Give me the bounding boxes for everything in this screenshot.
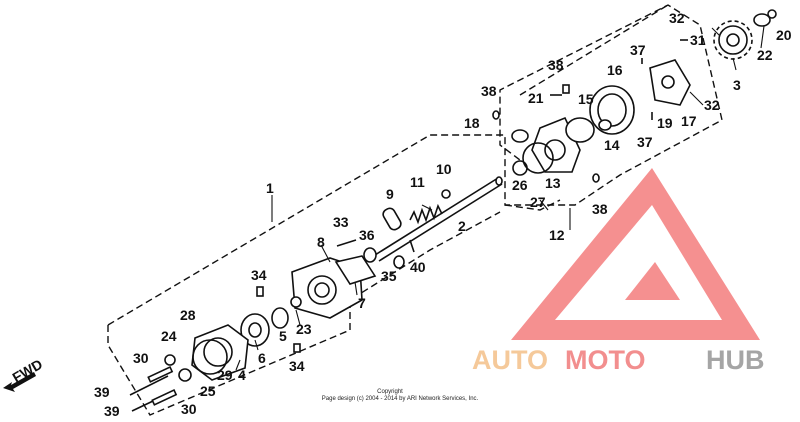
callout-20: 20: [776, 27, 792, 43]
callout-31: 31: [690, 32, 706, 48]
callout-26: 26: [512, 177, 528, 193]
callout-27: 27: [530, 194, 546, 210]
shaft-part: [374, 176, 503, 262]
callout-35: 35: [381, 268, 397, 284]
callout-37b: 37: [637, 134, 653, 150]
callout-11: 11: [410, 174, 425, 190]
callout-39a: 39: [94, 384, 110, 400]
spring-part: [409, 189, 451, 225]
callout-17: 17: [681, 113, 697, 129]
callout-34a: 34: [251, 267, 267, 283]
callout-28: 28: [180, 307, 196, 323]
leader-lines: [235, 25, 765, 371]
pump-body-part: [164, 324, 249, 382]
callout-9: 9: [386, 186, 394, 202]
watermark-text: AUTO MOTO HUB: [472, 345, 765, 375]
callout-1: 1: [266, 180, 274, 196]
callout-2: 2: [458, 218, 466, 234]
fwd-arrow-icon: [3, 372, 36, 392]
callout-19: 19: [657, 115, 673, 131]
watermark-auto: AUTO: [472, 345, 548, 375]
pin-parts-upper: [492, 39, 688, 183]
copyright-text: Page design (c) 2004 - 2014 by ARI Netwo…: [322, 396, 479, 402]
callout-4: 4: [238, 367, 246, 383]
watermark-logo-icon: [511, 168, 760, 340]
callout-15: 15: [578, 91, 594, 107]
callout-32a: 32: [669, 10, 685, 26]
rotor-part: [240, 296, 302, 347]
washer-bolt-part: [753, 9, 777, 27]
callout-24: 24: [161, 328, 177, 344]
callout-33: 33: [333, 214, 349, 230]
callout-38b: 38: [481, 83, 497, 99]
callout-37a: 37: [630, 42, 646, 58]
bolt-parts: [129, 366, 178, 412]
callout-5: 5: [279, 328, 287, 344]
callout-18: 18: [464, 115, 480, 131]
callout-23: 23: [296, 321, 312, 337]
callout-3: 3: [733, 77, 741, 93]
callout-39b: 39: [104, 403, 120, 419]
callout-10: 10: [436, 161, 452, 177]
pump-housing-part: [291, 255, 377, 319]
callout-22: 22: [757, 47, 773, 63]
callout-30a: 30: [133, 350, 149, 366]
group-boundaries: [107, 4, 723, 416]
callout-16: 16: [607, 62, 623, 78]
callout-34b: 34: [289, 358, 305, 374]
callout-13: 13: [545, 175, 561, 191]
callout-40: 40: [410, 259, 426, 275]
watermark-moto: MOTO: [565, 345, 646, 375]
callout-12: 12: [549, 227, 565, 243]
callout-labels: 1 2 3 4 5 6 7 8 9 10 11 12 13 14 15 16 1…: [94, 10, 792, 419]
callout-32b: 32: [704, 97, 720, 113]
pin-part: [382, 207, 402, 231]
callout-21: 21: [528, 90, 544, 106]
callout-6: 6: [258, 350, 266, 366]
callout-29: 29: [217, 367, 233, 383]
copyright-title: Copyright: [377, 389, 403, 395]
watermark-hub: HUB: [706, 345, 765, 375]
small-parts: [256, 239, 415, 353]
fwd-label: FWD: [10, 356, 46, 386]
callout-38c: 38: [592, 201, 608, 217]
callout-30b: 30: [181, 401, 197, 417]
callout-14: 14: [604, 137, 620, 153]
callout-8: 8: [317, 234, 325, 250]
callout-7: 7: [358, 295, 366, 311]
upper-pump-part: [511, 59, 691, 176]
callout-38a: 38: [548, 57, 564, 73]
callout-36: 36: [359, 227, 375, 243]
sprocket-part: [713, 20, 753, 60]
callout-25: 25: [200, 383, 216, 399]
